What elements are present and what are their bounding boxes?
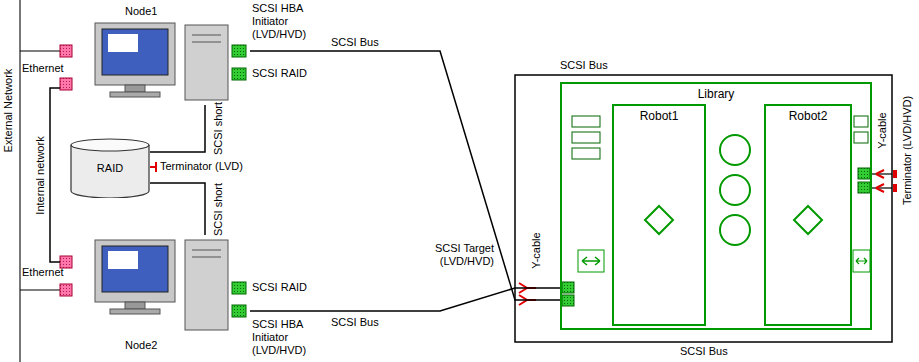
y-cable-symbol	[876, 170, 884, 178]
raid-cylinder: RAID	[70, 138, 150, 198]
edge-label: SCSI Bus	[330, 36, 380, 49]
mail-slot	[578, 250, 604, 272]
scsi-port	[232, 45, 246, 57]
network-line	[19, 0, 21, 362]
ethernet-port	[60, 78, 72, 90]
monitor-stand	[125, 302, 145, 309]
callout-label: Y-cable	[530, 232, 543, 268]
scsi-cable	[50, 88, 60, 262]
drive-slot	[854, 132, 868, 143]
computer-tower	[185, 240, 228, 330]
callout-label: SCSI RAID	[252, 281, 307, 294]
callout-label: External Network	[2, 68, 15, 152]
drive-slot	[854, 116, 868, 127]
monitor-screen	[102, 246, 168, 292]
drive-bay	[192, 35, 221, 36]
scsi-port	[232, 68, 246, 80]
callout-label: Ethernet	[22, 62, 64, 75]
robot-box: Robot1	[612, 104, 706, 326]
scsi-port	[232, 282, 246, 294]
cable	[872, 173, 892, 174]
double-arrow	[582, 257, 600, 265]
library-box: LibraryRobot1 Robot2	[560, 82, 872, 330]
robot-diamond	[645, 206, 673, 234]
callout-label: SCSI Bus	[560, 59, 608, 72]
cartridge-circle	[720, 135, 750, 165]
callout-label: Terminator (LVD)	[160, 160, 243, 173]
ethernet-port	[60, 45, 72, 57]
terminator-symbol	[893, 170, 897, 178]
cartridge-circle	[720, 175, 750, 205]
node-label: RAID	[97, 162, 123, 175]
callout-label: SCSI HBA Initiator (LVD/HVD)	[252, 2, 316, 41]
node-label: Robot1	[640, 110, 679, 123]
cable	[872, 187, 892, 188]
ethernet-port	[60, 284, 72, 296]
node-label: Node2	[125, 339, 157, 352]
computer-tower	[185, 25, 228, 100]
callout-label: Y-cable	[876, 112, 889, 148]
scsi-cable	[150, 105, 205, 152]
scsi-port	[562, 295, 574, 306]
callout-label: SCSI RAID	[252, 67, 307, 80]
node-label: Library	[698, 88, 735, 101]
monitor	[95, 23, 175, 85]
ethernet-wire	[20, 50, 60, 51]
drive-slot	[572, 148, 600, 159]
monitor-stand	[125, 85, 145, 92]
callout-label: SCSI HBA Initiator (LVD/HVD)	[252, 318, 316, 357]
monitor	[95, 240, 175, 302]
cartridge-circle	[720, 215, 750, 245]
drive-slot	[572, 132, 600, 143]
monitor-screen	[102, 29, 168, 75]
callout-label: Ethernet	[22, 266, 64, 279]
edge-label: Internal network	[34, 135, 47, 215]
scsi-bus-wire	[515, 75, 892, 342]
screen-window	[108, 251, 138, 269]
cylinder-top	[71, 139, 149, 151]
y-cable-symbol	[876, 184, 884, 192]
monitor-base	[110, 309, 160, 314]
edge-label: SCSI Bus	[330, 316, 380, 329]
scsi-port	[562, 282, 574, 293]
scsi-port	[232, 305, 246, 317]
node-label: Robot2	[789, 110, 828, 123]
scsi-port	[858, 182, 870, 193]
computer-node: Node2	[60, 235, 250, 357]
terminator-symbol	[150, 162, 156, 172]
drive-bay	[192, 250, 221, 251]
ethernet-wire	[20, 289, 60, 290]
callout-label: Terminator (LVD/HVD)	[901, 95, 914, 204]
node-label: Node1	[125, 5, 157, 18]
drive-bay	[192, 42, 221, 43]
drive-slot	[572, 116, 600, 127]
edge-label: SCSI short	[212, 181, 225, 236]
monitor-base	[110, 92, 160, 97]
drive-bay	[192, 257, 221, 258]
cylinder-body	[71, 145, 149, 198]
terminator-symbol	[893, 184, 897, 192]
callout-label: SCSI Target (LVD/HVD)	[418, 242, 494, 268]
scsi-port	[858, 168, 870, 179]
double-arrow	[856, 258, 867, 264]
scsi-cable	[150, 183, 205, 235]
callout-label: SCSI Bus	[680, 345, 728, 358]
robot-diamond	[794, 206, 822, 234]
screen-window	[108, 34, 138, 52]
mail-slot	[853, 250, 870, 272]
scsi-cable	[250, 51, 560, 300]
computer-node: Node1	[60, 5, 250, 105]
edge-label: SCSI short	[212, 100, 225, 155]
robot-box: Robot2	[764, 104, 852, 326]
